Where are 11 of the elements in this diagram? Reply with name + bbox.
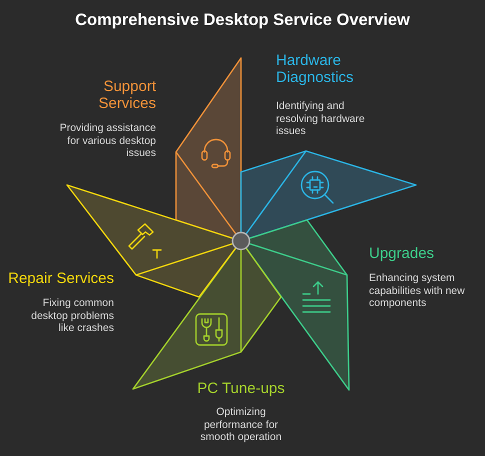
section-heading: Upgrades <box>369 245 436 262</box>
section-heading: Hardware Diagnostics <box>276 52 355 86</box>
section-description: Fixing common desktop problems like crashes <box>30 297 114 335</box>
section-heading: Repair Services <box>7 270 114 287</box>
diagram-title: Comprehensive Desktop Service Overview <box>75 10 410 30</box>
section-description: Optimizing performance for smooth operation <box>200 406 282 444</box>
section-heading: Support Services <box>97 78 156 112</box>
section-description: Providing assistance for various desktop issues <box>58 122 156 160</box>
section-heading: PC Tune-ups <box>196 380 286 397</box>
section-description: Enhancing system capabilities with new components <box>369 272 466 310</box>
section-description: Identifying and resolving hardware issues <box>276 100 366 138</box>
